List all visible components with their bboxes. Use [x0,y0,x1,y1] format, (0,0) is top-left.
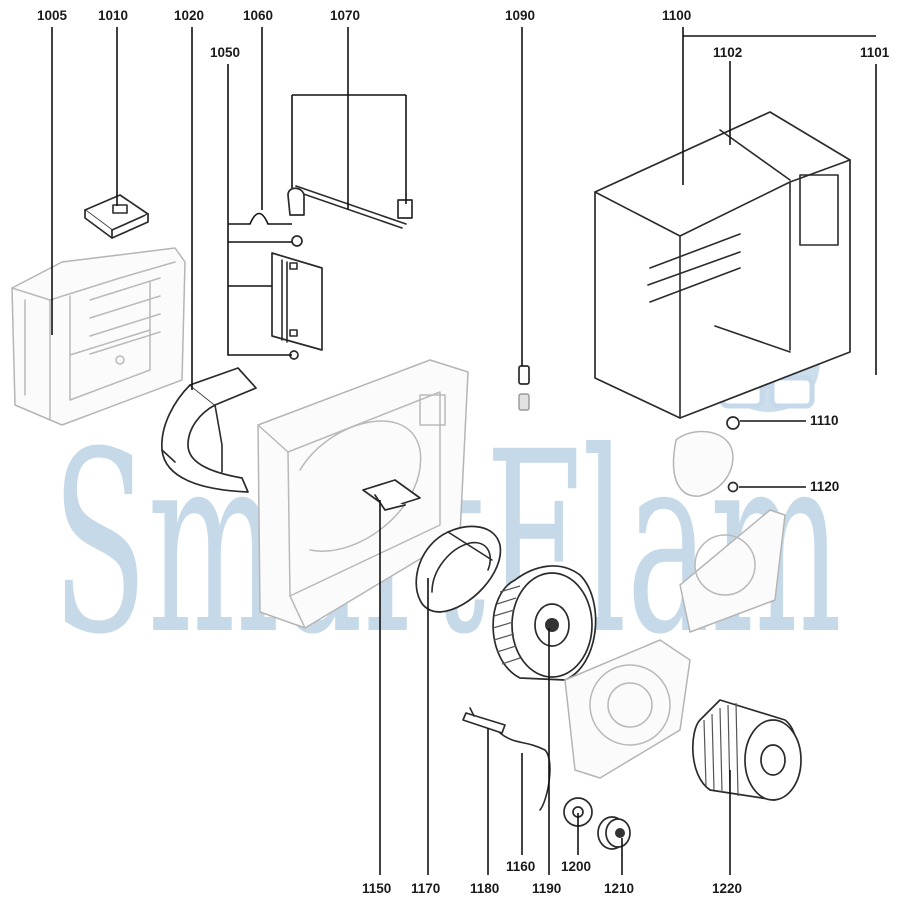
part-1090-clips [518,365,530,411]
part-1160-cable [499,732,551,811]
part-1200-coupling [563,797,593,827]
part-1060-fastener [289,235,303,360]
part-1100-cover [594,111,851,419]
part-fan-housing [257,359,469,629]
part-1005-base-housing [11,247,186,426]
callout-1150: 1150 [362,881,391,896]
callout-1170: 1170 [411,881,440,896]
callout-labels: 1005 1010 1020 1050 1060 1070 1090 1100 … [37,8,890,896]
callout-1120: 1120 [810,479,839,494]
callout-1210: 1210 [604,881,634,896]
part-1170-inlet-ring [415,525,502,613]
callout-1010: 1010 [98,8,128,23]
callout-1180: 1180 [470,881,499,896]
part-1050-inspection-plate [271,252,323,351]
part-flange-plates [564,430,786,779]
callout-1100: 1100 [662,8,691,23]
callout-1220: 1220 [712,881,742,896]
callout-1160: 1160 [506,859,535,874]
callout-1190: 1190 [532,881,561,896]
callout-1200: 1200 [561,859,591,874]
callout-1090: 1090 [505,8,535,23]
callout-1101: 1101 [860,45,890,60]
callout-1102: 1102 [713,45,742,60]
part-1190-fan-wheel [492,565,597,681]
part-1010-bracket [84,194,149,239]
leader-lines [51,27,877,875]
callout-1110: 1110 [810,413,839,428]
part-1220-motor [692,699,802,801]
callout-1070: 1070 [330,8,360,23]
part-1070-linkage [287,185,413,229]
callout-1050: 1050 [210,45,240,60]
callout-1060: 1060 [243,8,273,23]
callout-1020: 1020 [174,8,204,23]
part-1180-electrode [462,707,506,734]
part-1120-washer [727,481,739,493]
part-1210-capacitor [597,816,631,850]
callout-1005: 1005 [37,8,68,23]
part-1110-ring [726,416,740,430]
part-1020-air-guide [161,367,257,493]
